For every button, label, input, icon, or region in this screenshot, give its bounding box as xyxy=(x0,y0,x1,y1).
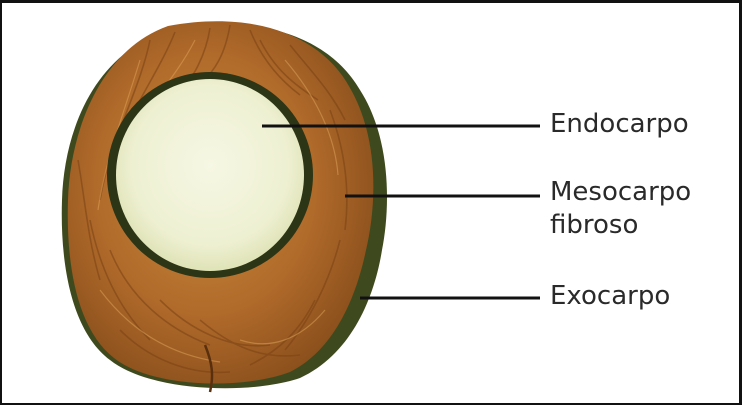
label-mesocarpo-line2: fibroso xyxy=(550,210,638,240)
endosperm-meat xyxy=(116,79,304,271)
label-endocarpo: Endocarpo xyxy=(550,108,689,141)
label-endocarpo-text: Endocarpo xyxy=(550,109,689,139)
label-mesocarpo-fibroso: Mesocarpo fibroso xyxy=(550,176,691,241)
label-exocarpo-text: Exocarpo xyxy=(550,281,670,311)
label-exocarpo: Exocarpo xyxy=(550,280,670,313)
label-mesocarpo-line1: Mesocarpo xyxy=(550,177,691,207)
